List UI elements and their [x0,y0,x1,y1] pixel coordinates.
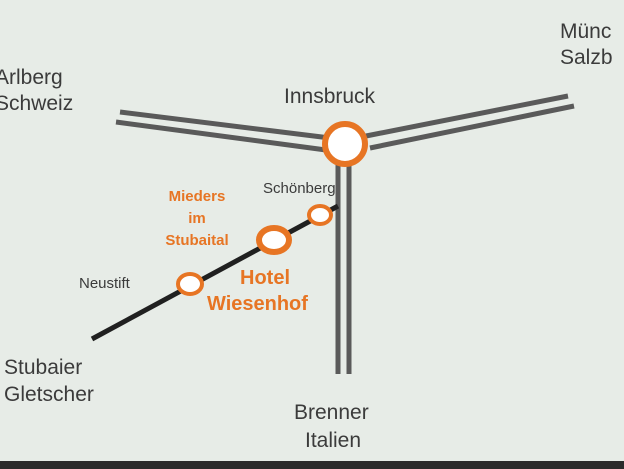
hotel-wiesenhof-marker [256,225,292,255]
road-stubai-valley [90,203,340,342]
label-stubaier: Stubaier [4,356,83,379]
schoenberg-marker [307,204,333,226]
label-gletscher: Gletscher [4,383,94,406]
label-mieders-line3: Stubaital [165,232,229,249]
label-mieders-line1: Mieders [168,188,226,205]
label-arlberg: Arlberg [0,66,63,89]
label-wiesenhof: Wiesenhof [207,293,308,315]
innsbruck-marker [322,121,368,167]
road-south-brenner [335,162,352,374]
label-brenner: Brenner [294,401,369,424]
label-innsbruck: Innsbruck [284,85,376,108]
road-east-salzburg [365,93,575,151]
label-mieders-line2: im [188,210,206,227]
bottom-border [0,461,624,469]
neustift-marker [176,272,204,296]
label-muenchen: Münc [560,20,612,43]
label-neustift: Neustift [79,275,130,292]
road-west-arlberg [115,109,331,153]
label-italien: Italien [305,429,362,452]
label-schweiz: Schweiz [0,92,74,115]
label-schoenberg: Schönberg [263,180,336,197]
label-hotel: Hotel [240,267,290,289]
label-salzburg: Salzb [560,46,613,69]
